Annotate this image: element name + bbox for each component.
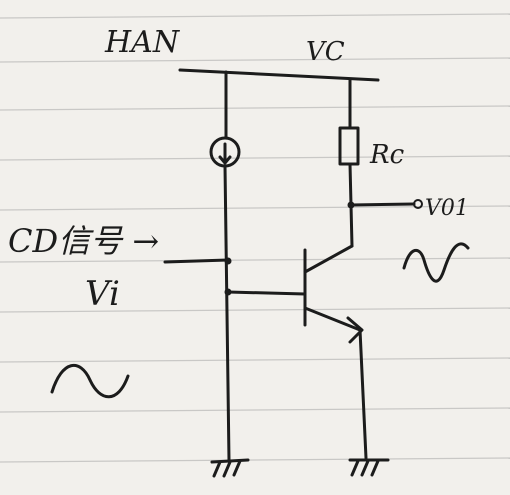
resistor-rc-icon — [338, 126, 360, 166]
wire-output — [349, 202, 416, 207]
notebook-rules — [0, 13, 510, 463]
wire-left-vertical — [223, 164, 231, 462]
label-vc: VC — [306, 37, 345, 67]
input-sine-wave-icon — [50, 363, 130, 399]
wire-base — [226, 290, 307, 296]
output-sine-wave-icon — [402, 242, 470, 283]
ground-left-icon — [210, 458, 250, 478]
label-vo1: V01 — [425, 196, 469, 221]
node-base — [224, 288, 232, 296]
label-han: HAN — [104, 25, 181, 60]
transistor-icon — [303, 244, 364, 344]
wire-emitter — [358, 328, 368, 460]
current-source-icon — [209, 136, 241, 168]
label-cd-signal: CD信号 → — [8, 222, 159, 260]
node-input — [224, 257, 232, 265]
wire-input — [163, 258, 230, 264]
ground-right-icon — [348, 458, 390, 477]
output-terminal — [413, 199, 423, 209]
label-rc: Rc — [369, 140, 405, 170]
label-vi: Vi — [85, 274, 120, 314]
supply-rail — [178, 68, 380, 82]
